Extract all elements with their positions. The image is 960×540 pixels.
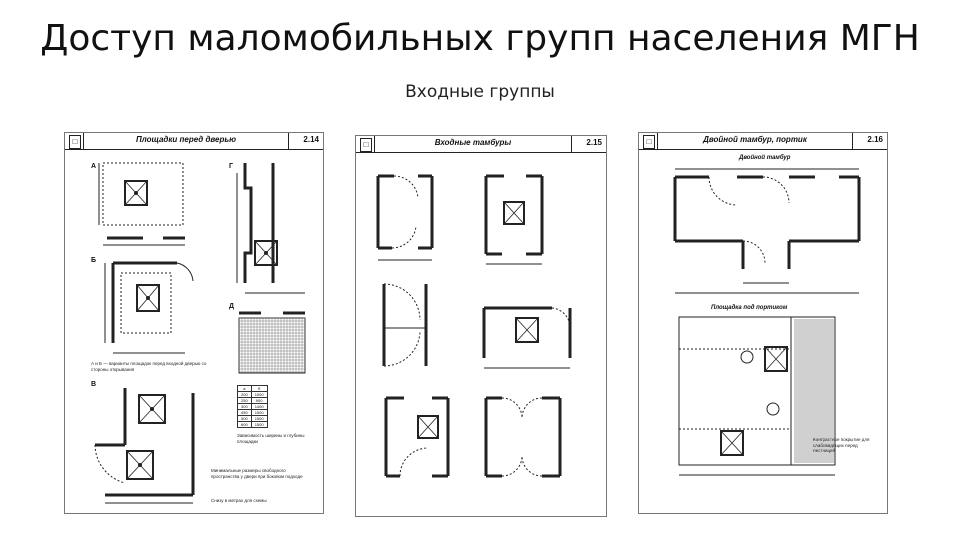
sheet-number: 2.16 [867,135,883,144]
sheet-logo-icon: □ [360,138,372,152]
sheet-title: Двойной тамбур, портик [703,135,807,144]
sheet-number: 2.15 [586,138,602,147]
panel-label-g: Г [229,163,233,170]
sub-heading-portico: Площадка под портиком [711,305,788,311]
sheet-title: Входные тамбуры [434,138,512,147]
drawing-sheet-double-vestibule: □ Двойной тамбур, портик 2.16 Двойной та… [638,132,888,514]
table-cell: 600 [237,421,252,428]
sheet-title: Площадки перед дверью [135,135,237,144]
vestibules-drawing [376,174,572,478]
sheet-header: □ Двойной тамбур, портик 2.16 [639,133,887,150]
drawing-sheet-entrance-areas: □ Площадки перед дверью 2.14 [64,132,324,514]
note-ab: А и Б — варианты площадок перед входной … [91,361,207,372]
sub-heading-double-vestibule: Двойной тамбур [739,155,791,161]
sheet-header: □ Площадки перед дверью 2.14 [65,133,323,150]
panel-label-v: В [91,381,97,388]
sheet-number: 2.14 [303,135,319,144]
panel-label-d: Д [229,303,234,310]
sheet-header: □ Входные тамбуры 2.15 [356,136,606,153]
panel-label-a: А [91,163,97,170]
note-bottom: Минимальные размеры свободного пространс… [211,468,303,479]
sheet-logo-icon: □ [643,135,655,149]
note-table: Зависимость ширины и глубины площадки [237,433,305,444]
sheet-logo-icon: □ [69,135,81,149]
double-vestibule-drawing [673,168,861,476]
panel-label-b: Б [91,257,97,264]
slide-title: Доступ маломобильных групп населения МГН [40,18,920,59]
drawing-sheet-vestibules: □ Входные тамбуры 2.15 [355,135,607,517]
entrance-areas-drawing [94,162,306,504]
note-contrast: Контрастное покрытие для слабовидящих пе… [813,437,870,453]
note-legend: Снизу в метрах для схемы [211,498,267,503]
table-cell: 1500 [250,421,268,428]
slide-subtitle: Входные группы [405,82,555,102]
